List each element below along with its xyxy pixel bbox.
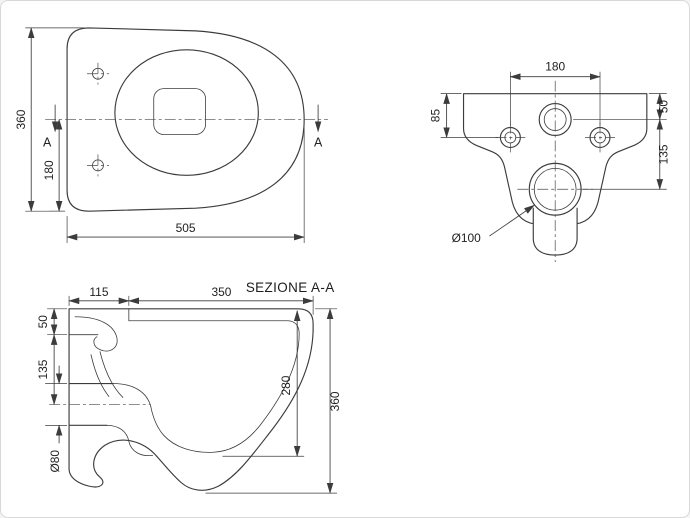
ext-line	[510, 71, 601, 126]
section-trap-upper	[112, 383, 152, 407]
dim-180-holes-label: 180	[545, 60, 565, 74]
section-rim-hook	[74, 316, 118, 352]
dim-50-label: 50	[657, 100, 671, 114]
mount-hole-top-cross	[86, 62, 109, 85]
mount-hole-bottom-cross	[86, 154, 109, 177]
dim-85-label: 85	[429, 109, 443, 123]
dim-505-label: 505	[176, 221, 196, 235]
section-title: SEZIONE A-A	[246, 280, 335, 295]
dim-sec-135-label: 135	[36, 359, 50, 379]
section-bowl-inner	[128, 320, 300, 453]
dim-180-label: 180	[42, 160, 56, 180]
wc-outline-top	[66, 27, 305, 212]
top-view: A A 360 180 505	[14, 27, 329, 244]
section-label-right: A	[314, 135, 323, 149]
section-outlet-pipe	[68, 382, 114, 426]
section-back-channel	[90, 351, 124, 398]
flush-opening	[153, 88, 206, 135]
section-trap-lower	[106, 424, 154, 457]
section-bottom-outer	[68, 439, 158, 488]
bolt-hole-crosses	[495, 122, 615, 153]
dim-360-label: 360	[14, 109, 28, 129]
section-front-outer	[156, 330, 314, 491]
dim-350-label: 350	[212, 285, 232, 299]
dim-115-label: 115	[89, 285, 108, 299]
rear-view: 180 85 50 135 Ø100	[429, 60, 671, 262]
section-view: SEZIONE A-A 115 350 50 135 Ø80	[36, 280, 342, 494]
dim-280-label: 280	[279, 375, 293, 395]
section-back-and-rim	[68, 308, 314, 470]
ext-line	[440, 93, 499, 138]
dim-o100-label: Ø100	[452, 231, 482, 245]
ext-line	[205, 308, 338, 494]
section-label-left: A	[43, 135, 52, 149]
ext-line	[573, 93, 667, 120]
dim-sec-50-label: 50	[36, 315, 50, 329]
dim-sec-360-label: 360	[328, 391, 342, 411]
bowl-rim-oval	[114, 49, 259, 176]
dim-135-label: 135	[657, 144, 671, 164]
dim-o80-label: Ø80	[48, 450, 62, 473]
leader-o100	[489, 204, 535, 237]
